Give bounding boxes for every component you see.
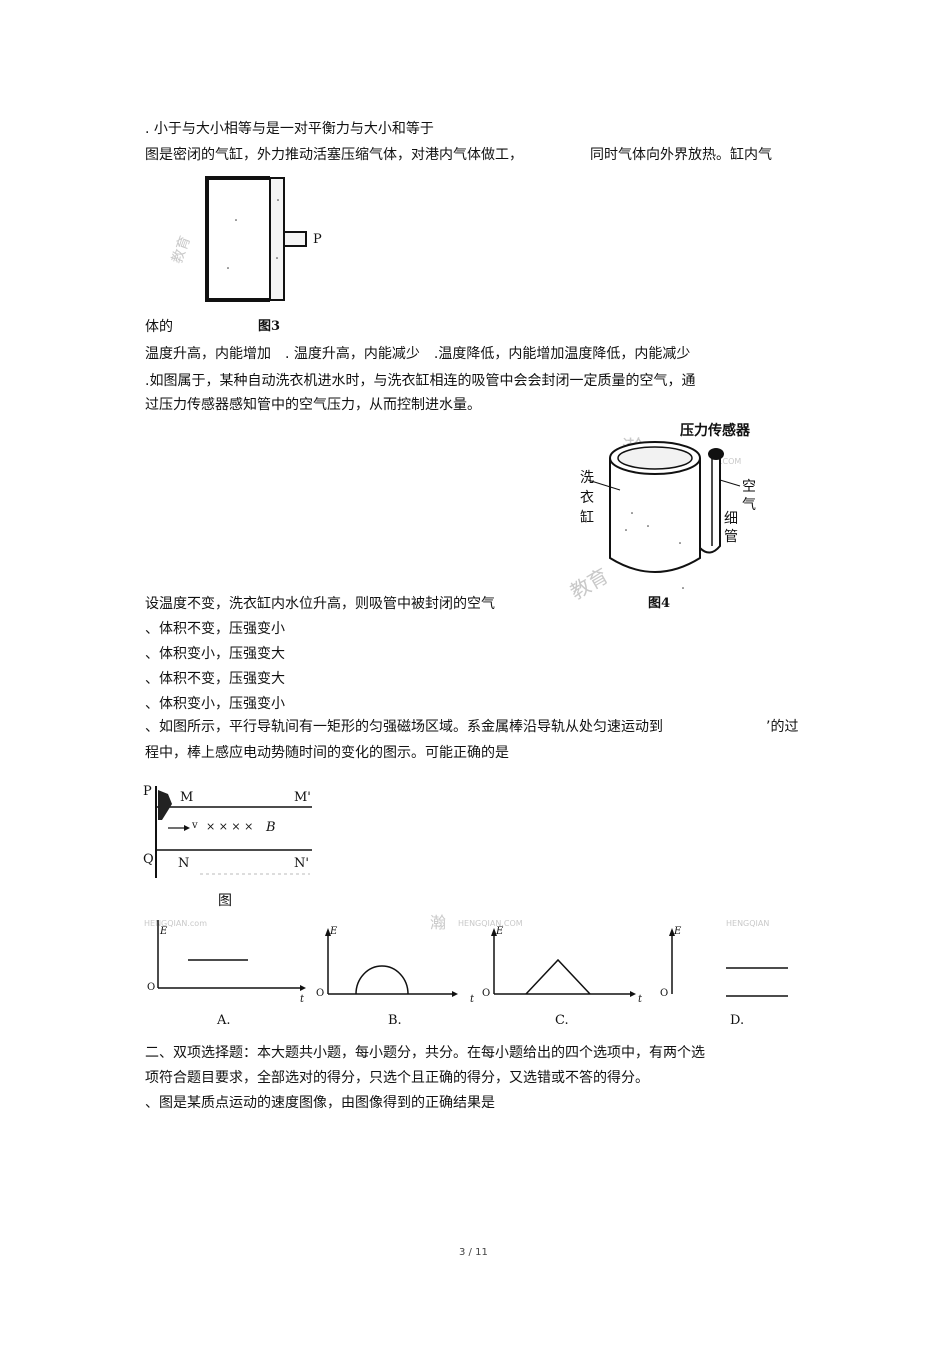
text-line-4: 温度升高，内能增加 . 温度升高，内能减少 .温度降低，内能增加温度降低，内能减… <box>145 346 691 362</box>
graph-d-label: D. <box>730 1013 745 1028</box>
page-number: 3 / 11 <box>459 1247 488 1258</box>
option-graphs: HENGQIAN.com 瀚 HENGQIAN.COM HENGQIAN <box>144 913 788 997</box>
graph-c-axis-t: t <box>470 994 475 1005</box>
washing-tub-figure: 瀚 .COM 教育 <box>566 437 742 604</box>
svg-text:HENGQIAN.com: HENGQIAN.com <box>144 919 207 928</box>
text-line-14: 二、双项选择题：本大题共小题，每小题分，共分。在每小题给出的四个选项中，有两个选 <box>145 1045 705 1061</box>
rail-figure-caption: 图 <box>218 893 232 909</box>
figure-3-caption: 图3 <box>258 319 281 334</box>
graph-d-axis-e: E <box>674 926 682 937</box>
text-line-2a: 图是密闭的气缸，外力推动活塞压缩气体，对港内气体做工， <box>145 147 523 163</box>
text-line-6: 过压力传感器感知管中的空气压力，从而控制进水量。 <box>145 397 481 413</box>
graph-a-label: A. <box>217 1013 231 1028</box>
svg-text:教育: 教育 <box>566 563 613 604</box>
option-line-4: 、体积变小，压强变小 <box>145 696 285 712</box>
text-line-12a: 、如图所示，平行导轨间有一矩形的匀强磁场区域。系金属棒沿导轨从处匀速运动到 <box>145 719 663 735</box>
svg-text:HENGQIAN: HENGQIAN <box>726 919 769 928</box>
label-B: B <box>266 820 276 835</box>
figure-4-caption: 图4 <box>648 596 671 611</box>
piston-label: P <box>313 232 322 247</box>
graph-b-axis-e: E <box>330 926 338 937</box>
graph-c-axis-e: E <box>496 926 504 937</box>
text-line-3: 体的 <box>145 319 173 335</box>
svg-text:瀚: 瀚 <box>430 913 446 932</box>
text-line-5: .如图属于，某种自动洗衣机进水时，与洗衣缸相连的吸管中会会封闭一定质量的空气，通 <box>145 373 696 389</box>
graph-c-origin: O <box>482 988 491 999</box>
option-line-1: 、体积不变，压强变小 <box>145 621 285 637</box>
graph-d-origin: O <box>660 988 669 999</box>
text-line-12b: ’的过 <box>766 719 799 735</box>
text-line-13: 程中，棒上感应电动势随时间的变化的图示。可能正确的是 <box>145 745 509 761</box>
graph-b-origin: O <box>316 988 325 999</box>
graph-a-origin: O <box>147 982 156 993</box>
label-v: v <box>192 820 198 831</box>
svg-text:.COM: .COM <box>720 457 741 466</box>
label-N-prime: N' <box>294 856 309 871</box>
tube-label: 细管 <box>724 511 738 545</box>
text-line-1: . 小于与大小相等与是一对平衡力与大小和等于 <box>145 121 434 137</box>
svg-text:HENGQIAN.COM: HENGQIAN.COM <box>458 919 523 928</box>
field-marks: × × × × <box>206 820 254 833</box>
label-P: P <box>143 784 152 799</box>
text-line-16: 、图是某质点运动的速度图像，由图像得到的正确结果是 <box>145 1095 495 1111</box>
graph-b-axis-t: t <box>300 994 305 1005</box>
label-M-prime: M' <box>294 790 311 805</box>
option-line-2: 、体积变小，压强变大 <box>145 646 285 662</box>
cylinder-figure: 教育 <box>170 176 307 302</box>
graph-c-label: C. <box>555 1013 569 1028</box>
rail-figure <box>155 786 312 878</box>
pressure-sensor-label: 压力传感器 <box>680 423 750 439</box>
label-M: M <box>180 790 194 805</box>
graph-d-axis-t: t <box>638 994 643 1005</box>
text-line-15: 项符合题目要求，全部选对的得分，只选个且正确的得分，又选错或不答的得分。 <box>145 1070 649 1086</box>
graph-b-label: B. <box>388 1013 402 1028</box>
text-line-2b: 同时气体向外界放热。缸内气 <box>590 147 772 163</box>
air-label: 空气 <box>742 479 756 513</box>
option-line-3: 、体积不变，压强变大 <box>145 671 285 687</box>
svg-text:教育: 教育 <box>170 234 194 266</box>
label-Q: Q <box>143 852 154 867</box>
graph-a-axis-e: E <box>160 926 168 937</box>
tub-label: 洗衣缸 <box>580 470 594 526</box>
label-N: N <box>178 856 190 871</box>
text-line-7: 设温度不变，洗衣缸内水位升高，则吸管中被封闭的空气 <box>145 596 495 612</box>
